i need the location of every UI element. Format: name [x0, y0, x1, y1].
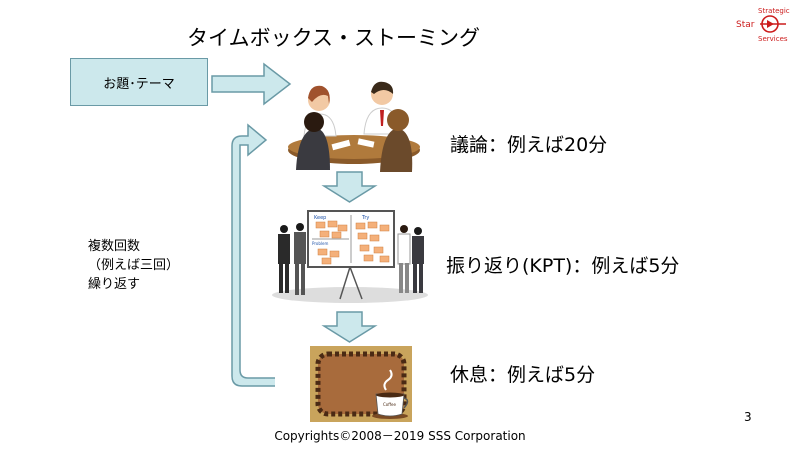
topic-box: お題･テーマ	[70, 58, 208, 106]
logo-text-strategic: Strategic	[758, 7, 790, 15]
loop-back-arrow-icon	[231, 123, 275, 387]
review-board-illustration: Keep Try Problem	[272, 210, 428, 303]
step-review-label: 振り返り(KPT)：例えば5分	[446, 255, 680, 277]
step-discussion-label: 議論：例えば20分	[450, 134, 608, 156]
logo-text-services: Services	[758, 35, 788, 43]
down-arrow-icon	[321, 311, 378, 343]
page-number: 3	[744, 410, 752, 424]
step-rest-label: 休息：例えば5分	[450, 364, 596, 386]
topic-box-label: お題･テーマ	[103, 76, 175, 92]
slide-title: タイムボックス・ストーミング	[187, 26, 480, 50]
coffee-cup-label: Coffee	[383, 402, 396, 407]
board-keep-heading: Keep	[314, 215, 326, 221]
copyright-text: Copyrights©2008－2019 SSS Corporation	[274, 429, 526, 443]
coffee-break-illustration: Coffee	[310, 346, 412, 422]
meeting-illustration	[288, 81, 420, 172]
board-try-heading: Try	[361, 215, 369, 221]
board-problem-heading: Problem	[312, 241, 328, 246]
repeat-note: 複数回数 （例えば三回） 繰り返す	[88, 239, 180, 292]
down-arrow-icon	[321, 171, 378, 203]
logo-text-star: Star	[736, 20, 755, 30]
company-logo: Strategic Star Services	[734, 4, 794, 44]
right-arrow-icon	[211, 62, 292, 106]
